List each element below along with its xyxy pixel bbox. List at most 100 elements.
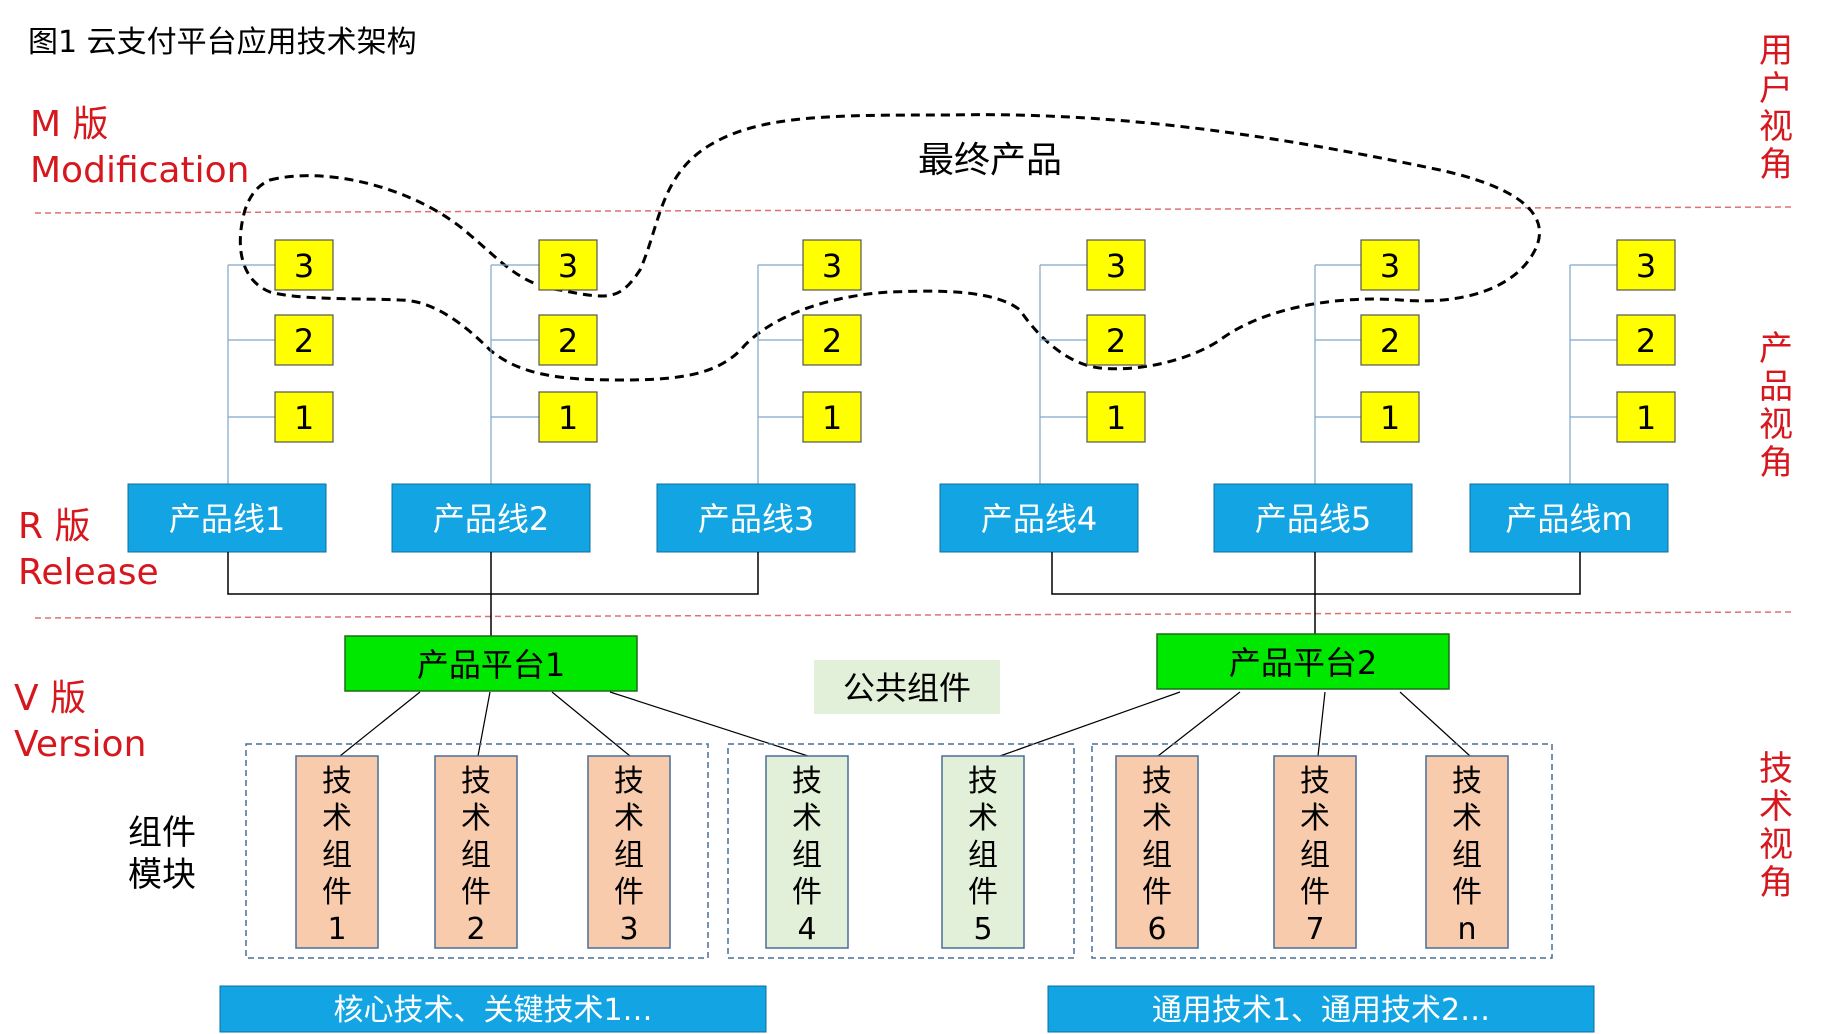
final-product-outline bbox=[238, 113, 1541, 382]
tech-component-text: 组 bbox=[1452, 838, 1482, 873]
product-line-label: 产品线4 bbox=[981, 500, 1097, 538]
version-box bbox=[274, 239, 334, 291]
version-number: 2 bbox=[1380, 322, 1400, 360]
version-number: 2 bbox=[294, 322, 314, 360]
product-view-char: 角 bbox=[1759, 443, 1793, 483]
version-box bbox=[1616, 391, 1676, 443]
product-view-char: 产 bbox=[1759, 329, 1793, 369]
tech-component-text: 3 bbox=[619, 912, 638, 947]
version-box bbox=[1086, 239, 1146, 291]
tech-component-text: 术 bbox=[1452, 801, 1482, 836]
layer-m-line2: Modification bbox=[30, 150, 249, 191]
layer-m-label: M 版 Modification bbox=[30, 104, 249, 191]
version-box bbox=[802, 314, 862, 366]
layer-v-line2: Version bbox=[14, 724, 146, 765]
tech-component-text: 技 bbox=[792, 764, 822, 799]
tech-component-text: 1 bbox=[327, 912, 346, 947]
tech-component-text: n bbox=[1457, 912, 1476, 947]
product-line-box bbox=[939, 483, 1139, 553]
version-box bbox=[1360, 239, 1420, 291]
version-box bbox=[274, 391, 334, 443]
tech-bar-general-box bbox=[1047, 985, 1595, 1033]
tech-component-text: 件 bbox=[1142, 875, 1172, 910]
tech-component-text: 件 bbox=[968, 875, 998, 910]
figure-title: 图1 云支付平台应用技术架构 bbox=[28, 25, 417, 60]
version-number: 1 bbox=[1636, 399, 1656, 437]
tech-component-text: 术 bbox=[1142, 801, 1172, 836]
version-number: 2 bbox=[822, 322, 842, 360]
tech-component-text: 组 bbox=[461, 838, 491, 873]
version-box bbox=[1086, 314, 1146, 366]
tech-component-text: 术 bbox=[968, 801, 998, 836]
version-box bbox=[1086, 391, 1146, 443]
public-components: 公共组件 bbox=[814, 660, 1000, 714]
version-box bbox=[538, 239, 598, 291]
tech-view-char: 技 bbox=[1759, 749, 1793, 789]
tech-component-text: 7 bbox=[1305, 912, 1324, 947]
version-box bbox=[1616, 314, 1676, 366]
tech-component-text: 组 bbox=[1300, 838, 1330, 873]
final-product-label: 最终产品 bbox=[918, 140, 1062, 181]
tech-component-text: 5 bbox=[973, 912, 992, 947]
tech-component-box bbox=[1425, 755, 1509, 949]
tech-component-text: 2 bbox=[466, 912, 485, 947]
p2-to-cn bbox=[1399, 691, 1471, 757]
component-module-line1: 组件 bbox=[128, 813, 196, 853]
tech-component-box bbox=[434, 755, 518, 949]
product-view-label: 产 品 视 角 bbox=[1759, 329, 1793, 483]
version-box bbox=[274, 314, 334, 366]
layer-r-line1: R 版 bbox=[18, 506, 90, 547]
core-group-2-frame bbox=[1091, 743, 1553, 959]
version-number: 3 bbox=[1636, 247, 1656, 285]
p1-to-c1 bbox=[339, 691, 421, 757]
tech-component-text: 术 bbox=[1300, 801, 1330, 836]
separator-r-v bbox=[34, 611, 1796, 619]
separator-m-r bbox=[34, 206, 1796, 214]
component-group-frames bbox=[245, 743, 1553, 959]
platform-2: 产品平台2 bbox=[1156, 633, 1450, 690]
tech-component-text: 技 bbox=[1300, 764, 1330, 799]
version-box bbox=[538, 391, 598, 443]
p1-to-c3 bbox=[551, 691, 631, 757]
product-line-box bbox=[1213, 483, 1413, 553]
tech-view-char: 术 bbox=[1759, 787, 1793, 827]
version-number: 2 bbox=[1106, 322, 1126, 360]
tech-component-text: 术 bbox=[792, 801, 822, 836]
tech-bar-core-box bbox=[219, 985, 767, 1033]
user-view-char: 用 bbox=[1759, 31, 1793, 71]
layer-m-line1: M 版 bbox=[30, 104, 109, 145]
tech-component-text: 6 bbox=[1147, 912, 1166, 947]
tech-component-text: 技 bbox=[614, 764, 644, 799]
layer-v-label: V 版 Version bbox=[14, 678, 146, 765]
tech-view-char: 视 bbox=[1759, 825, 1793, 865]
version-box bbox=[538, 314, 598, 366]
product-line-label: 产品线2 bbox=[433, 500, 549, 538]
tech-bar-core: 核心技术、关键技术1… bbox=[219, 985, 767, 1033]
version-number: 1 bbox=[1106, 399, 1126, 437]
p1-to-c2 bbox=[477, 691, 491, 757]
component-connectors bbox=[339, 691, 1471, 757]
product-lines: 321产品线1321产品线2321产品线3321产品线4321产品线5321产品… bbox=[127, 239, 1676, 553]
pl-group2-connector bbox=[1051, 552, 1581, 595]
version-number: 1 bbox=[294, 399, 314, 437]
tech-component-box bbox=[587, 755, 671, 949]
version-number: 1 bbox=[1380, 399, 1400, 437]
layer-v-line1: V 版 bbox=[14, 678, 86, 719]
version-number: 3 bbox=[558, 247, 578, 285]
version-box bbox=[1616, 239, 1676, 291]
version-number: 2 bbox=[558, 322, 578, 360]
tech-component-text: 件 bbox=[792, 875, 822, 910]
pl-group1-connector bbox=[227, 552, 759, 595]
tech-component-text: 件 bbox=[1300, 875, 1330, 910]
core-group-1-frame bbox=[245, 743, 709, 959]
tech-component-text: 件 bbox=[1452, 875, 1482, 910]
tech-component-text: 件 bbox=[322, 875, 352, 910]
version-number: 1 bbox=[822, 399, 842, 437]
